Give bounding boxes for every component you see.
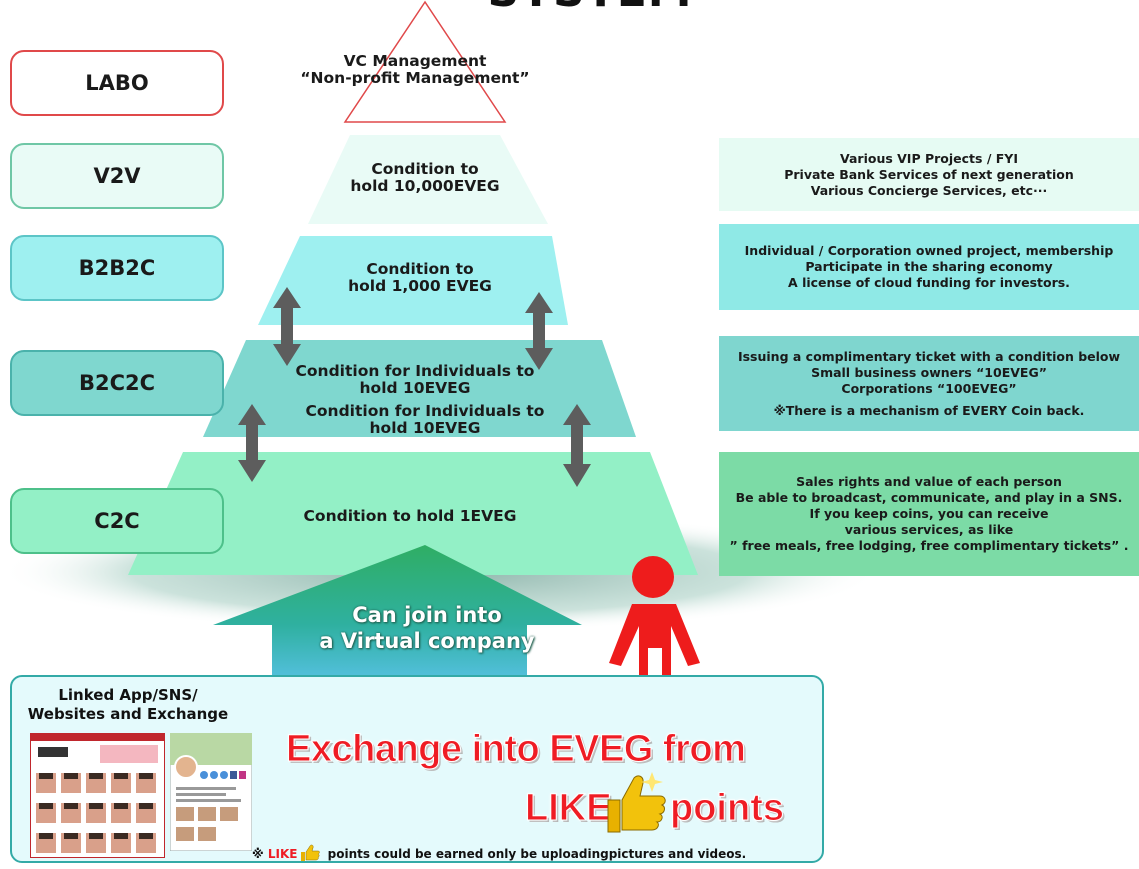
labo-text-line-1: VC Management — [343, 52, 487, 70]
info-b2b2c-line: A license of cloud funding for investors… — [788, 275, 1070, 290]
points-headline: points — [670, 787, 785, 830]
tier-b2c2c-band — [203, 340, 636, 437]
double-arrow-right-lower — [563, 404, 591, 487]
linked-title-line-1: Linked App/SNS/ — [58, 686, 198, 704]
info-box-b2b2c: Individual / Corporation owned project, … — [719, 224, 1139, 310]
thumbs-up-icon-small — [301, 844, 321, 861]
app-screenshot-thumbnail — [30, 733, 165, 858]
b2c2c-text-line-2: hold 10EVEG — [359, 379, 471, 397]
tier-text-v2v: Condition to hold 10,000EVEG — [290, 161, 560, 195]
info-c2c-line: various services, as like — [844, 522, 1014, 537]
tier-b2b2c-band — [258, 236, 568, 325]
info-c2c-line: If you keep coins, you can receive — [809, 506, 1049, 521]
tier-text-labo: VC Management “Non-profit Management” — [265, 53, 565, 87]
c2c-text-line-1: Condition to hold 1EVEG — [303, 507, 517, 525]
info-box-v2v: Various VIP Projects / FYI Private Bank … — [719, 138, 1139, 211]
note-rest-text: points could be earned only be uploading… — [323, 847, 747, 861]
b2c2c-text-line-4: hold 10EVEG — [369, 419, 481, 437]
note-prefix: ※ — [252, 847, 268, 861]
person-icon — [609, 556, 700, 690]
join-arrow — [213, 545, 582, 690]
b2b2c-text-line-2: hold 1,000 EVEG — [348, 277, 492, 295]
b2b2c-text-line-1: Condition to — [366, 260, 474, 278]
info-c2c-line: Be able to broadcast, communicate, and p… — [735, 490, 1123, 505]
join-text: Can join into a Virtual company — [262, 602, 592, 654]
page-title: SYSTEM — [480, 0, 700, 17]
tier-label-v2v: V2V — [10, 143, 224, 209]
tier-text-b2c2c-a: Condition for Individuals to hold 10EVEG — [270, 363, 560, 397]
sns-screenshot-thumbnail — [170, 733, 252, 851]
tier-label-c2c: C2C — [10, 488, 224, 554]
b2c2c-text-line-1: Condition for Individuals to — [295, 362, 535, 380]
info-b2c2c-line: Small business owners “10EVEG” — [811, 364, 1047, 380]
tier-v2v-band — [308, 135, 548, 224]
info-b2b2c-line: Participate in the sharing economy — [805, 259, 1053, 274]
tier-text-b2c2c-b: Condition for Individuals to hold 10EVEG — [280, 403, 570, 437]
exchange-headline: Exchange into EVEG from — [285, 728, 746, 771]
tier-labo-triangle — [343, 0, 507, 123]
info-c2c-line: ” free meals, free lodging, free complim… — [729, 538, 1129, 553]
double-arrow-left-upper — [273, 287, 301, 366]
note-like-text: LIKE — [267, 847, 298, 861]
double-arrow-left-lower — [238, 404, 266, 482]
tier-label-labo: LABO — [10, 50, 224, 116]
join-text-line-2: a Virtual company — [319, 629, 535, 653]
join-text-line-1: Can join into — [352, 603, 502, 627]
info-c2c-line: Sales rights and value of each person — [796, 474, 1062, 489]
v2v-text-line-2: hold 10,000EVEG — [350, 177, 500, 195]
info-v2v-line: Various Concierge Services, etc··· — [810, 182, 1048, 198]
info-b2c2c-line: ※There is a mechanism of EVERY Coin back… — [773, 402, 1085, 418]
tier-c2c-band — [128, 452, 698, 575]
like-headline: LIKE — [525, 787, 613, 830]
thumbs-up-icon — [607, 772, 666, 833]
info-v2v-line: Private Bank Services of next generation — [784, 166, 1074, 182]
tier-text-c2c: Condition to hold 1EVEG — [270, 508, 550, 525]
tier-label-b2c2c: B2C2C — [10, 350, 224, 416]
info-box-b2c2c: Issuing a complimentary ticket with a co… — [719, 336, 1139, 431]
tier-text-b2b2c: Condition to hold 1,000 EVEG — [285, 261, 555, 295]
info-b2c2c-line: Corporations “100EVEG” — [841, 380, 1017, 396]
v2v-text-line-1: Condition to — [371, 160, 479, 178]
info-b2b2c-line: Individual / Corporation owned project, … — [744, 243, 1114, 258]
double-arrow-right-upper — [525, 292, 553, 370]
linked-title-line-2: Websites and Exchange — [27, 705, 229, 723]
info-b2c2c-line: Issuing a complimentary ticket with a co… — [737, 348, 1121, 364]
b2c2c-text-line-3: Condition for Individuals to — [305, 402, 545, 420]
info-v2v-line: Various VIP Projects / FYI — [839, 150, 1018, 166]
tier-label-b2b2c: B2B2C — [10, 235, 224, 301]
info-box-c2c: Sales rights and value of each person Be… — [719, 452, 1139, 576]
labo-text-line-2: “Non-profit Management” — [300, 69, 530, 87]
like-points-note: ※ LIKE points could be earned only be up… — [252, 844, 746, 862]
linked-apps-title: Linked App/SNS/ Websites and Exchange — [12, 686, 244, 724]
